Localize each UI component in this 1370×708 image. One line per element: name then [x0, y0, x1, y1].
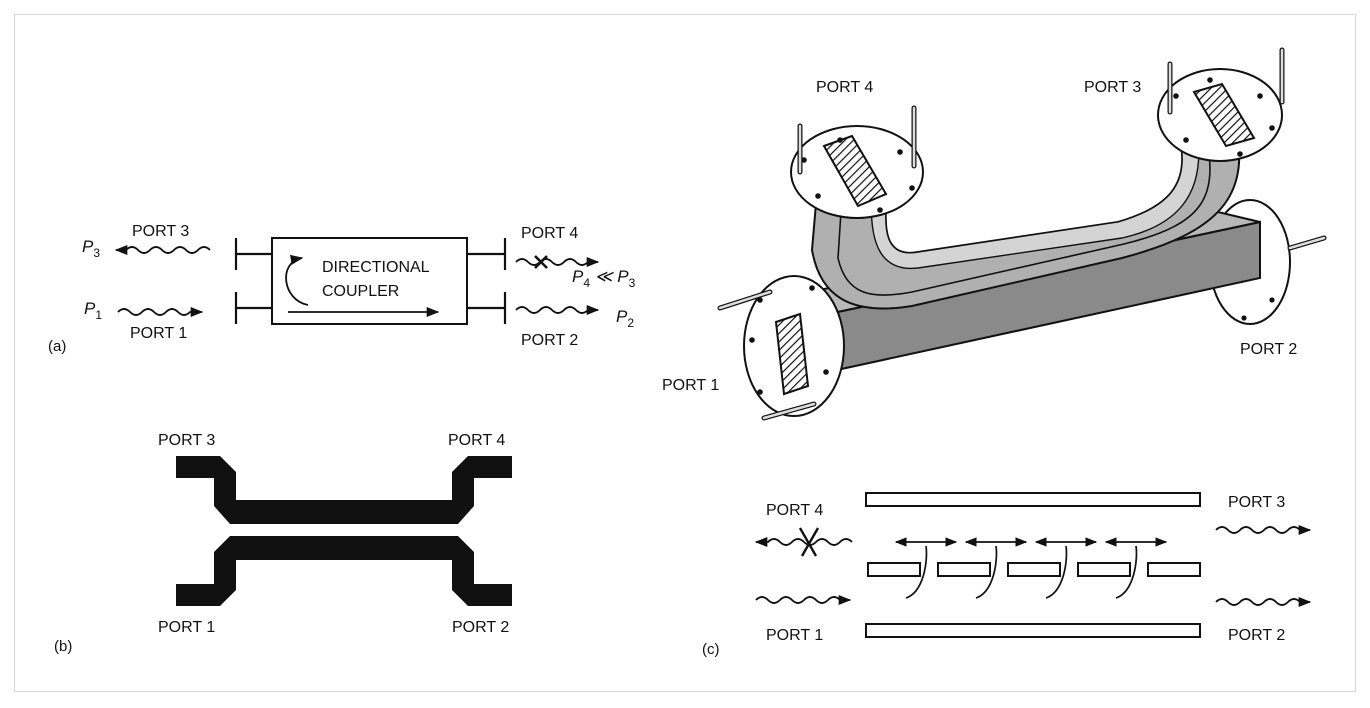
port1-label: PORT 1	[766, 627, 823, 644]
port4-label: PORT 4	[521, 225, 578, 242]
port1-label: PORT 1	[662, 377, 719, 394]
p3-symbol: P3	[82, 237, 100, 260]
port2-label: PORT 2	[452, 619, 509, 636]
port3-pins	[1167, 47, 1285, 115]
waveguide-coupler-illustration: PORT 4 PORT 3 PORT 1 PORT 2	[662, 47, 1327, 421]
panel-b-microstrip-coupler: PORT 3 PORT 4 PORT 1 PORT 2 (b)	[54, 432, 512, 655]
coupled-arrow	[285, 254, 309, 306]
panel-a-label: (a)	[48, 338, 66, 355]
p1-symbol: P1	[84, 299, 102, 322]
port3-aperture	[1192, 82, 1256, 148]
common-wall-segments	[867, 562, 1201, 577]
port1-label: PORT 1	[158, 619, 215, 636]
bent-guide-inner-edge	[837, 133, 1211, 296]
port1-bolts	[749, 285, 829, 395]
port4-label: PORT 4	[816, 79, 873, 96]
port1-label: PORT 1	[130, 325, 187, 342]
port4-pins	[797, 105, 917, 175]
panel-a-block-diagram: DIRECTIONAL COUPLER PORT 3 PORT 1 PORT 4…	[48, 223, 636, 355]
blocked-cross-icon	[534, 255, 548, 269]
wave-port4	[754, 536, 853, 548]
port1-aperture	[774, 312, 810, 396]
panel-c-coupling-holes: PORT 4 PORT 3 PORT 1 PORT 2 (c)	[702, 492, 1312, 658]
wave-port1	[755, 594, 852, 606]
figure-frame	[14, 14, 1356, 692]
coupling-arrows	[894, 537, 1168, 599]
upper-strip	[176, 456, 512, 524]
port3-label: PORT 3	[1228, 494, 1285, 511]
box-label-line2: COUPLER	[322, 283, 399, 300]
wave-port3	[1215, 524, 1312, 536]
lower-strip	[176, 536, 512, 606]
wave-port1	[117, 306, 204, 318]
port2-label: PORT 2	[1240, 341, 1297, 358]
wave-port2	[515, 304, 600, 316]
p2-symbol: P2	[616, 307, 634, 330]
port4-label: PORT 4	[448, 432, 505, 449]
blocked-cross-icon	[798, 527, 820, 557]
port3-label: PORT 3	[132, 223, 189, 240]
port3-label: PORT 3	[1084, 79, 1141, 96]
panel-b-label: (b)	[54, 638, 72, 655]
port4-bolts	[801, 137, 915, 213]
port1-pins	[717, 289, 817, 421]
wave-port3	[114, 244, 211, 256]
wave-port4	[515, 256, 600, 268]
p4-relation: P4 ≪ P3	[572, 267, 636, 290]
panel-c-label: (c)	[702, 641, 720, 658]
bottom-wall	[865, 623, 1201, 638]
port2-label: PORT 2	[521, 332, 578, 349]
port4-label: PORT 4	[766, 502, 823, 519]
port3-bolts	[1173, 77, 1275, 157]
wave-port2	[1215, 596, 1312, 608]
port2-label: PORT 2	[1228, 627, 1285, 644]
box-label-line1: DIRECTIONAL	[322, 259, 430, 276]
top-wall	[865, 492, 1201, 507]
port3-label: PORT 3	[158, 432, 215, 449]
port-terminals	[234, 238, 507, 324]
